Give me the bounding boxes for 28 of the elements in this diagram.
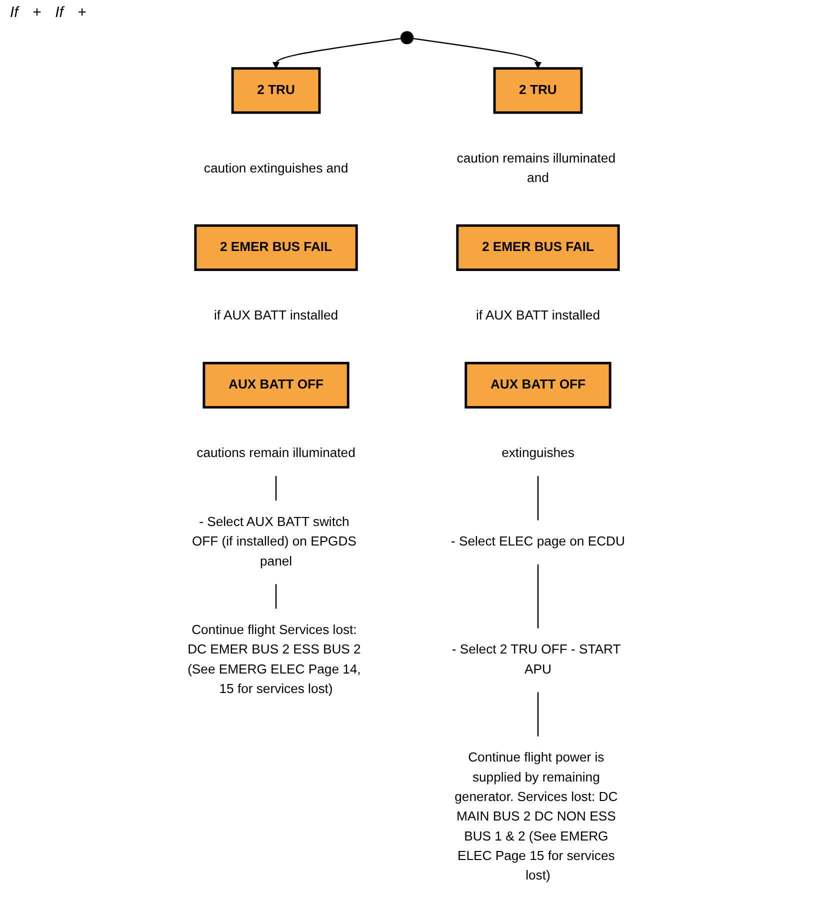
node-text: - Select ELEC page on ECDU [450,534,624,549]
node-text: if AUX BATT installed [214,309,338,323]
node-text: caution extinguishes and [203,162,348,176]
connector [274,584,276,609]
connector [536,692,538,736]
node-box: 2 TRU [230,67,320,114]
node-box: 2 EMER BUS FAIL [456,224,620,271]
connector [274,476,276,501]
node-text: if AUX BATT installed [475,309,600,323]
node-box: AUX BATT OFF [464,362,611,409]
connector [536,476,538,520]
node-box: 2 TRU [492,67,582,114]
note-text: + [77,4,86,21]
note-text: + [32,4,42,21]
node-text: extinguishes [501,446,574,460]
node-box: 2 EMER BUS FAIL [194,224,358,271]
node-text: - Select 2 TRU OFF - START APU [451,643,620,677]
connector [536,564,538,628]
node-text: caution remains illuminated and [456,152,615,186]
node-text: cautions remain illuminated [196,446,355,460]
arrow [412,38,542,69]
arrow [272,38,400,69]
node-text: Continue flight power is supplied by remaining generator. Services lost: DC MAIN BUS 2 DC NON ESS BUS 1 & 2 (See EMERG ELEC Page 15 for services lost) [454,751,618,883]
note-text: If [55,4,64,21]
node-text: Continue flight Services lost: DC EMER BUS 2 ESS BUS 2 (See EMERG ELEC Page 14, 15 for services lost) [187,623,360,696]
note-text: If [10,4,18,21]
node-box: AUX BATT OFF [202,362,349,409]
node-text: - Select AUX BATT switch OFF (if installed) on EPGDS panel [191,515,356,569]
